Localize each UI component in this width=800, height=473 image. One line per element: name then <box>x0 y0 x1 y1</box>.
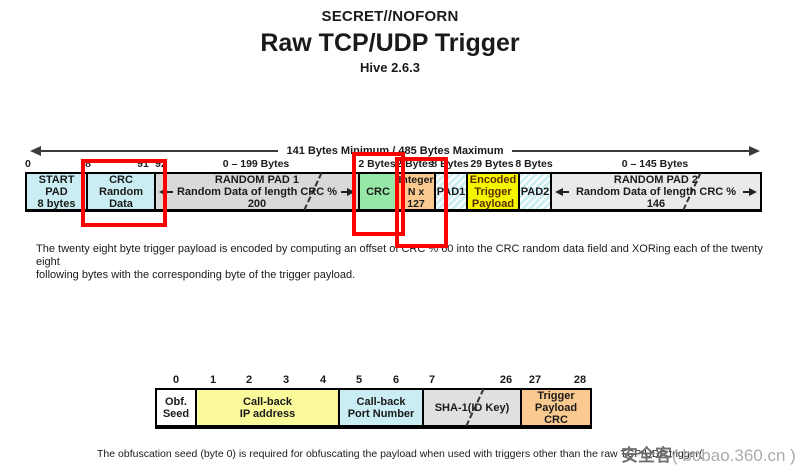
field-trigger-payload-crc: Trigger Payload CRC <box>520 388 592 429</box>
encoding-description: The twenty eight byte trigger payload is… <box>36 243 776 282</box>
byte-pos-6: 6 <box>392 374 400 386</box>
arrow-line-right <box>511 150 749 152</box>
field-crc-random-data: CRC Random Data <box>86 172 156 212</box>
field-callback-port: Call-back Port Number <box>338 388 424 429</box>
extent-arrow-right <box>341 187 355 196</box>
field-pad2: PAD2 <box>518 172 552 212</box>
field-encoded-trigger-payload: Encoded Trigger Payload <box>466 172 520 212</box>
payload-structure-diagram: 0 1 2 3 4 5 6 7 26 27 28 Obf. Seed Call-… <box>155 374 592 430</box>
field-crc-random-data-label: CRC Random Data <box>99 173 143 210</box>
field-crc-label: CRC <box>366 185 390 198</box>
byte-label-crc: 2 Bytes <box>358 158 396 170</box>
obfuscation-note: The obfuscation seed (byte 0) is require… <box>97 448 703 460</box>
field-start-pad: START PAD 8 bytes <box>25 172 88 212</box>
field-encoded-trigger-payload-label: Encoded Trigger Payload <box>469 173 517 210</box>
arrowhead-right-icon <box>347 187 355 196</box>
byte-pos-2: 2 <box>245 374 253 386</box>
field-crc: CRC <box>358 172 398 212</box>
highlight-box-crc <box>352 152 405 236</box>
byte-pos-5: 5 <box>355 374 363 386</box>
byte-label-integer: 2 Bytes <box>396 158 434 170</box>
size-range-label: 141 Bytes Minimum / 485 Bytes Maximum <box>286 145 504 157</box>
byte-label-encoded: 29 Bytes <box>470 158 514 170</box>
watermark-url: ( bobao.360.cn ) <box>672 446 796 465</box>
page-title: Raw TCP/UDP Trigger <box>260 29 520 57</box>
byte-label-8: 8 <box>85 158 91 170</box>
classification-banner: SECRET//NOFORN <box>321 8 459 25</box>
byte-label-0: 0 <box>25 158 31 170</box>
field-obf-seed-label: Obf. Seed <box>162 395 190 420</box>
extent-arrow-right <box>743 187 757 196</box>
field-obf-seed: Obf. Seed <box>155 388 197 429</box>
highlight-box-integer <box>395 157 448 248</box>
arrow-line-left <box>41 150 279 152</box>
field-start-pad-label: START PAD 8 bytes <box>37 173 76 210</box>
payload-fields-row: Obf. Seed Call-back IP address Call-back… <box>155 388 592 429</box>
byte-label-91: 91 <box>137 158 149 170</box>
encoding-description-line2: following bytes with the corresponding b… <box>36 269 356 281</box>
byte-label-random-pad-2: 0 – 145 Bytes <box>621 158 689 170</box>
byte-label-random-pad-1: 0 – 199 Bytes <box>222 158 290 170</box>
watermark: 安全客( bobao.360.cn ) <box>621 441 796 466</box>
byte-pos-3: 3 <box>282 374 290 386</box>
arrowhead-right-icon <box>749 146 760 156</box>
byte-pos-0: 0 <box>172 374 180 386</box>
byte-pos-7: 7 <box>428 374 436 386</box>
field-integer-label: Integer N x 127 <box>398 173 434 210</box>
byte-pos-1: 1 <box>209 374 217 386</box>
arrowhead-left-icon <box>555 187 563 196</box>
byte-label-pad2: 8 Bytes <box>515 158 553 170</box>
byte-pos-28: 28 <box>573 374 587 386</box>
byte-pos-4: 4 <box>319 374 327 386</box>
byte-pos-27: 27 <box>528 374 542 386</box>
field-callback-ip: Call-back IP address <box>195 388 340 429</box>
encoding-description-line1: The twenty eight byte trigger payload is… <box>36 243 763 268</box>
field-callback-ip-label: Call-back IP address <box>239 395 296 420</box>
byte-pos-26: 26 <box>499 374 513 386</box>
field-integer: Integer N x 127 <box>396 172 436 212</box>
document-header: SECRET//NOFORN Raw TCP/UDP Trigger Hive … <box>0 8 780 75</box>
byte-label-92: 92 <box>155 158 167 170</box>
field-sha1-id-key: SHA-1(ID Key) <box>422 388 522 429</box>
byte-label-pad1: 8 Bytes <box>431 158 469 170</box>
field-pad2-label: PAD2 <box>520 185 550 198</box>
extent-arrow-left <box>555 187 569 196</box>
field-callback-port-label: Call-back Port Number <box>347 395 415 420</box>
field-sha1-id-key-label: SHA-1(ID Key) <box>434 401 510 414</box>
arrowhead-left-icon <box>30 146 41 156</box>
arrowhead-right-icon <box>749 187 757 196</box>
watermark-site-name: 安全客 <box>621 446 672 465</box>
highlight-box-crc-random-data <box>81 159 167 227</box>
version-subtitle: Hive 2.6.3 <box>360 60 420 75</box>
field-pad1-label: PAD1 <box>436 185 466 198</box>
packet-fields-row: START PAD 8 bytes CRC Random Data RANDOM… <box>25 172 762 212</box>
size-range-arrow: 141 Bytes Minimum / 485 Bytes Maximum <box>30 144 760 158</box>
field-trigger-payload-crc-label: Trigger Payload CRC <box>534 389 578 426</box>
